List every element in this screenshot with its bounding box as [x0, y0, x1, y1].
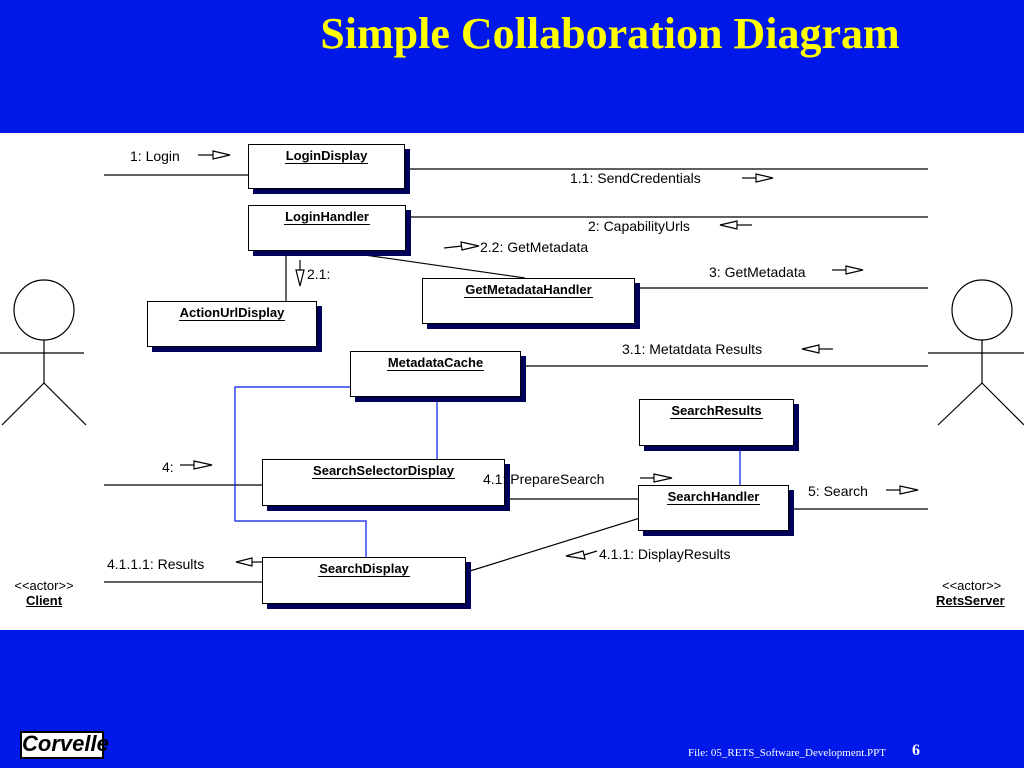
object-search-handler[interactable]: SearchHandler	[638, 485, 789, 531]
link-metadatacache-searchdisplay	[234, 386, 367, 557]
page-number: 6	[912, 742, 920, 759]
server-stereotype: <<actor>>	[942, 578, 1002, 593]
arrow-m5	[886, 485, 919, 495]
object-login-handler[interactable]: LoginHandler	[248, 205, 406, 251]
message-4-1-prepare-search: 4.1: PrepareSearch	[483, 471, 605, 487]
arrow-m4-1-1	[565, 550, 598, 560]
message-1-1-send-credentials: 1.1: SendCredentials	[570, 170, 701, 186]
company-logo: Corvelle	[20, 731, 109, 759]
arrow-m4	[180, 460, 213, 470]
arrow-m2-1	[295, 260, 305, 287]
message-2-capability-urls: 2: CapabilityUrls	[588, 218, 690, 234]
server-name: RetsServer	[936, 593, 1005, 608]
object-label: LoginHandler	[284, 209, 370, 225]
object-label: GetMetadataHandler	[464, 282, 593, 298]
message-3-get-metadata: 3: GetMetadata	[709, 264, 806, 280]
message-2-1: 2.1:	[307, 266, 331, 282]
client-actor-figure	[0, 279, 87, 426]
object-label: SearchResults	[670, 403, 763, 419]
arrow-m4-1	[640, 473, 673, 483]
object-login-display[interactable]: LoginDisplay	[248, 144, 405, 189]
client-name: Client	[25, 593, 63, 608]
diagram-connectors	[0, 150, 1024, 583]
message-2-2-get-metadata: 2.2: GetMetadata	[480, 239, 589, 255]
message-4: 4:	[162, 459, 174, 475]
object-label: MetadataCache	[386, 355, 485, 371]
object-label: SearchDisplay	[318, 561, 410, 577]
message-4-1-1-display-results: 4.1.1: DisplayResults	[599, 546, 731, 562]
object-action-url-display[interactable]: ActionUrlDisplay	[147, 301, 317, 347]
message-1-login: 1: Login	[130, 148, 180, 164]
message-5-search: 5: Search	[808, 483, 868, 499]
object-search-display[interactable]: SearchDisplay	[262, 557, 466, 604]
arrow-m3	[832, 265, 864, 275]
object-label: SearchSelectorDisplay	[312, 463, 455, 479]
object-metadata-cache[interactable]: MetadataCache	[350, 351, 521, 397]
slide-title: Simple Collaboration Diagram	[320, 9, 900, 58]
object-label: ActionUrlDisplay	[178, 305, 286, 321]
object-search-selector-display[interactable]: SearchSelectorDisplay	[262, 459, 505, 506]
footer-file-name: File: 05_RETS_Software_Development.PPT	[688, 747, 886, 759]
client-actor-label: <<actor>> Client	[0, 578, 88, 608]
arrow-m2-2	[443, 241, 480, 251]
message-3-1-metadata-results: 3.1: Metatdata Results	[622, 341, 763, 357]
server-actor-figure	[928, 279, 1024, 426]
diagram-canvas: LoginDisplay LoginHandler ActionUrlDispl…	[0, 133, 1024, 630]
arrow-m1	[198, 150, 231, 160]
arrow-m2	[719, 220, 752, 230]
object-get-metadata-handler[interactable]: GetMetadataHandler	[422, 278, 635, 324]
server-actor-label: <<actor>> RetsServer	[936, 578, 1024, 608]
client-stereotype: <<actor>>	[14, 578, 74, 593]
arrow-m3-1	[801, 344, 833, 354]
link-searchdisplay-searchhandler	[469, 517, 641, 572]
link-loginhandler-getmetadata	[329, 249, 526, 279]
object-label: SearchHandler	[666, 489, 761, 505]
arrow-m1-1	[742, 173, 774, 183]
object-search-results[interactable]: SearchResults	[639, 399, 794, 446]
object-label: LoginDisplay	[284, 148, 369, 164]
message-4-1-1-1-results: 4.1.1.1: Results	[107, 556, 205, 572]
